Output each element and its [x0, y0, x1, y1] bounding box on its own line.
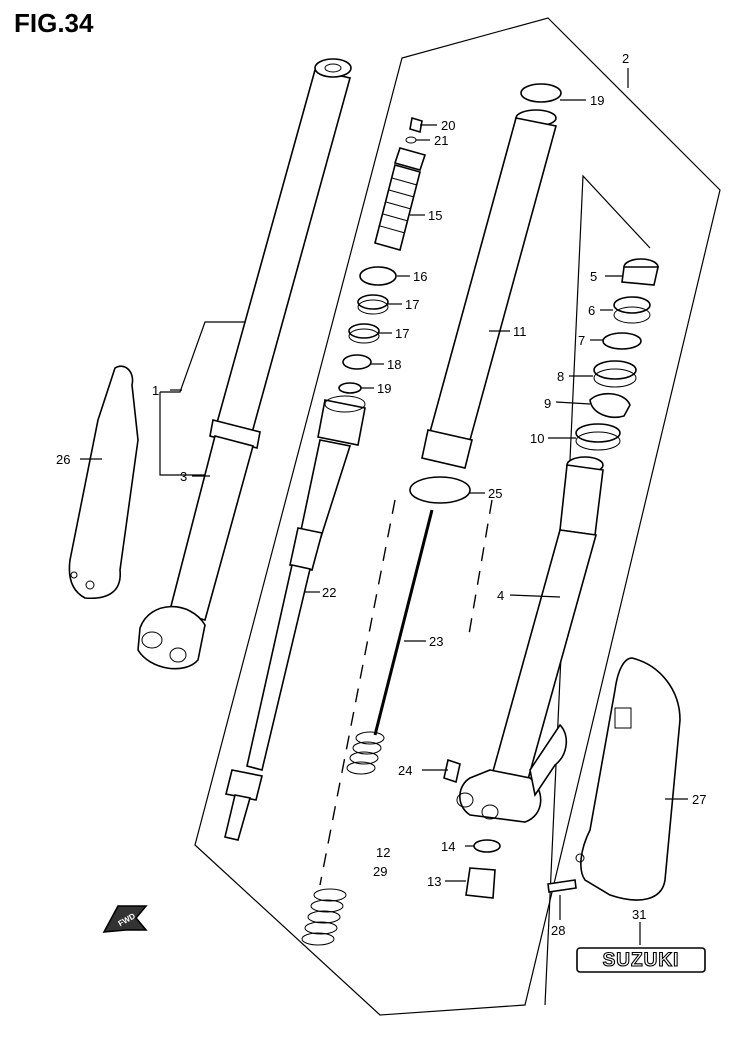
washer-part-22: [405, 136, 417, 144]
leader-lines: [80, 68, 688, 945]
callout-12: 12: [376, 845, 390, 860]
callout-4: 4: [497, 588, 504, 603]
cartridge-part-23: [224, 395, 366, 841]
callout-8: 8: [557, 369, 564, 384]
callout-27: 26: [56, 452, 70, 467]
bolt-part-29: [547, 879, 577, 893]
callout-13: 13: [427, 874, 441, 889]
ring-part-18: [342, 354, 372, 370]
inner-tube-part-11: [421, 109, 557, 469]
callout-28: 27: [692, 792, 706, 807]
emblem-text: SUZUKI: [603, 950, 680, 971]
bracket-1: [160, 321, 245, 393]
rod-part-24: [373, 509, 434, 736]
bushing-part-17b: [348, 323, 380, 344]
valve-part-13: [465, 867, 496, 899]
figure-title: FIG.34: [14, 8, 94, 38]
callout-25: 24: [398, 763, 412, 778]
ring-part-20: [520, 83, 562, 103]
callout-11: 11: [513, 324, 527, 339]
bolt-part-25: [443, 758, 461, 784]
callout-20: 19: [590, 93, 604, 108]
callout-labels: 2 19 20 21 15 16 17 17 18 19 11 5 6 7 8 …: [56, 51, 706, 938]
callout-9: 9: [544, 396, 551, 411]
washer-part-7: [602, 332, 642, 350]
forward-arrow-icon: FWD: [102, 905, 148, 933]
callout-22: 21: [434, 133, 448, 148]
callout-16: 16: [413, 269, 427, 284]
bushing-part-5: [621, 258, 659, 286]
callout-31: 31: [632, 907, 646, 922]
callout-29: 28: [551, 923, 565, 938]
callout-10: 10: [530, 431, 544, 446]
callout-1: 1: [152, 383, 159, 398]
bolt-part-21: [409, 116, 423, 134]
callout-30: 29: [373, 864, 387, 879]
fork-guard-part-27: [68, 365, 139, 599]
bushing-part-6: [613, 296, 651, 324]
clip-part-9: [589, 392, 631, 418]
callout-17-lower: 17: [395, 326, 409, 341]
callout-26: 25: [488, 486, 502, 501]
callout-5: 5: [590, 269, 597, 284]
callout-17-upper: 17: [405, 297, 419, 312]
ring-part-19: [338, 382, 362, 394]
outer-tube-part-4: [456, 456, 604, 823]
fork-guard-part-28: [580, 657, 681, 901]
callout-14: 14: [441, 839, 455, 854]
callout-18: 18: [387, 357, 401, 372]
callout-7: 7: [578, 333, 585, 348]
callout-2: 2: [622, 51, 629, 66]
callout-15: 15: [428, 208, 442, 223]
callout-24: 23: [429, 634, 443, 649]
bushing-part-17a: [357, 294, 389, 315]
callout-21: 20: [441, 118, 455, 133]
callout-19: 19: [377, 381, 391, 396]
dust-seal-part-10: [575, 423, 621, 451]
center-line: [319, 499, 396, 886]
callout-3: 3: [180, 469, 187, 484]
center-line-2: [467, 499, 493, 641]
seal-part-8: [593, 360, 637, 388]
ring-part-16: [359, 266, 397, 286]
assembly-outline-2: [194, 17, 721, 1016]
spring-lower-part-12: [301, 888, 347, 946]
spring-upper: [346, 731, 385, 775]
bracket-3: [159, 392, 210, 476]
damper-rod-part-15: [374, 147, 427, 251]
outer-tube-part-1: [137, 58, 352, 670]
suzuki-emblem-part-31: SUZUKI: [576, 947, 706, 973]
oring-part-26: [409, 476, 471, 504]
callout-23: 22: [322, 585, 336, 600]
callout-6: 6: [588, 303, 595, 318]
oring-part-14: [473, 839, 501, 853]
